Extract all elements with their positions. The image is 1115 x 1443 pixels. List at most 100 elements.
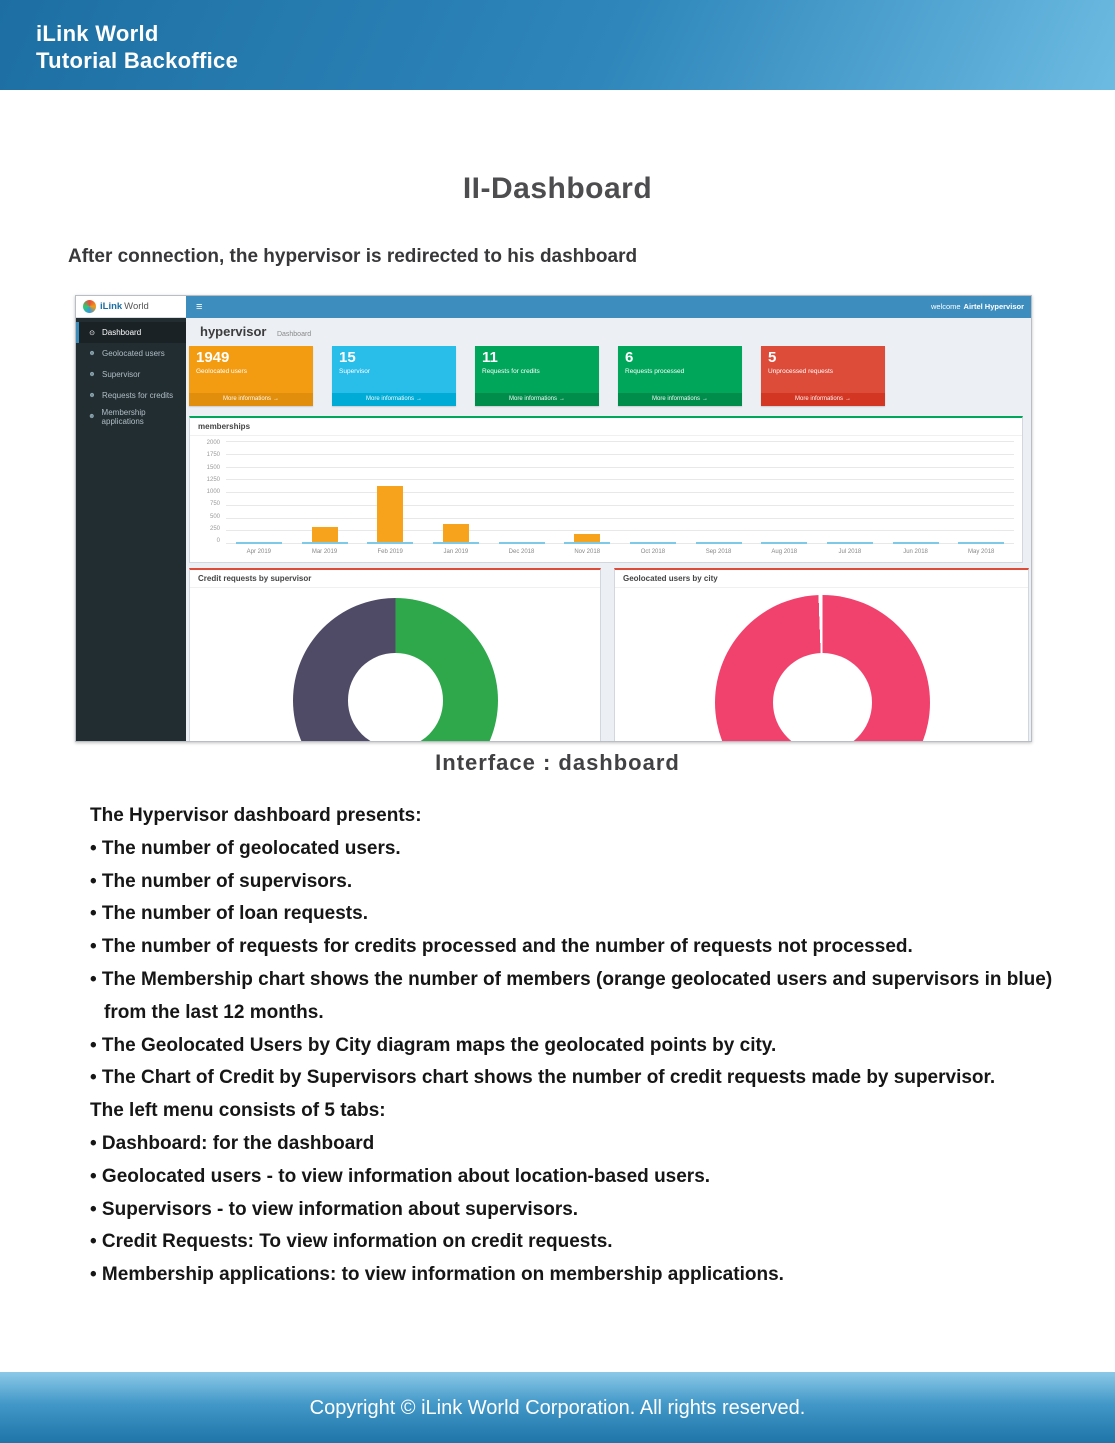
body-line: • The Membership chart shows the number … <box>90 968 1053 990</box>
gridline <box>226 479 1014 481</box>
stat-value: 11 <box>482 349 498 366</box>
welcome-prefix: welcome <box>930 302 961 311</box>
screenshot-caption: Interface : dashboard <box>435 750 680 775</box>
intro-text: After connection, the hypervisor is redi… <box>68 246 638 267</box>
memberships-panel-title: memberships <box>190 418 1022 436</box>
copyright-text: Copyright © iLink World Corporation. All… <box>309 1397 806 1419</box>
stat-card-requests-for-credits: 11 Requests for credits More information… <box>475 346 599 406</box>
hamburger-icon[interactable]: ≡ <box>196 301 203 313</box>
bar-supervisors <box>695 542 742 544</box>
stat-label: Geolocated users <box>196 368 247 375</box>
arrow-circle-icon <box>273 396 279 402</box>
users-icon <box>87 371 97 378</box>
bar-group <box>686 442 752 544</box>
sidebar-item-requests-for-credits[interactable]: Requests for credits <box>76 385 186 406</box>
brand-ilink: iLink <box>100 301 123 312</box>
x-tick-label: May 2018 <box>968 549 995 555</box>
x-tick-label: Apr 2019 <box>246 549 272 555</box>
more-informations-label: More informations <box>508 396 558 402</box>
arrow-circle-icon <box>559 396 565 402</box>
y-tick-label: 1250 <box>206 476 220 483</box>
body-text: The Hypervisor dashboard presents: • The … <box>90 800 1105 1292</box>
arrow-circle-icon <box>845 396 851 402</box>
content-header: hypervisor Dashboard <box>200 323 311 341</box>
bar-supervisors <box>826 542 873 544</box>
x-tick-label: Jan 2019 <box>443 549 469 555</box>
bar-group <box>226 442 292 544</box>
x-tick-label: Jul 2018 <box>838 549 862 555</box>
credit-donut <box>293 598 498 741</box>
bar-group <box>489 442 555 544</box>
document-footer: Copyright © iLink World Corporation. All… <box>0 1372 1115 1443</box>
geolocated-city-panel-title: Geolocated users by city <box>615 570 1028 588</box>
header-subtitle: Tutorial Backoffice <box>36 48 239 73</box>
body-line: • The Geolocated Users by City diagram m… <box>90 1034 777 1056</box>
sidebar-item-supervisor[interactable]: Supervisor <box>76 364 186 385</box>
body-line: • Supervisors - to view information abou… <box>90 1198 579 1220</box>
body-line: • The number of loan requests. <box>90 903 368 925</box>
sidebar-item-label: Supervisor <box>102 370 141 379</box>
stat-card-geolocated-users: 1949 Geolocated users More informations <box>189 346 313 406</box>
gridline <box>226 492 1014 493</box>
x-tick-label: Oct 2018 <box>640 549 666 555</box>
geolocated-city-panel: Geolocated users by city <box>614 568 1029 741</box>
x-tick-label: Nov 2018 <box>574 549 601 555</box>
x-tick-label: Mar 2019 <box>311 549 338 555</box>
x-tick-label: Dec 2018 <box>508 549 535 555</box>
users-icon <box>87 350 97 357</box>
page-title: II-Dashboard <box>462 172 653 205</box>
more-informations-label: More informations <box>365 396 415 402</box>
content-breadcrumb: Dashboard <box>276 331 312 338</box>
stat-value: 15 <box>339 349 356 366</box>
y-tick-label: 2000 <box>206 440 220 446</box>
body-line: The left menu consists of 5 tabs: <box>90 1100 386 1122</box>
more-informations-link[interactable]: More informations <box>761 393 885 406</box>
bar-group <box>423 442 489 544</box>
sidebar-item-membership-applications[interactable]: Membership applications <box>76 406 186 427</box>
bar-group <box>751 442 817 544</box>
y-tick-label: 250 <box>209 525 220 532</box>
gridline <box>226 453 1014 455</box>
x-tick-label: Feb 2019 <box>377 549 403 555</box>
stat-value: 5 <box>768 349 777 366</box>
sidebar-item-geolocated-users[interactable]: Geolocated users <box>76 343 186 364</box>
more-informations-link[interactable]: More informations <box>475 393 599 406</box>
stat-label: Requests for credits <box>482 368 540 375</box>
sidebar-item-dashboard[interactable]: Dashboard <box>76 322 186 343</box>
y-tick-label: 1750 <box>206 452 220 459</box>
sidebar-item-label: Dashboard <box>102 328 142 337</box>
brand-world: World <box>124 301 149 312</box>
more-informations-link[interactable]: More informations <box>332 393 456 406</box>
bar-supervisors <box>958 542 1005 544</box>
memberships-bars <box>226 442 1014 544</box>
bar-supervisors <box>301 542 348 544</box>
bar-supervisors <box>498 542 545 544</box>
x-tick-label: Sep 2018 <box>705 549 732 555</box>
stat-card-supervisor: 15 Supervisor More informations <box>332 346 456 406</box>
body-line: • The Chart of Credit by Supervisors cha… <box>90 1067 996 1089</box>
arrow-circle-icon <box>702 396 708 402</box>
more-informations-link[interactable]: More informations <box>189 393 313 406</box>
stat-cards-row: 1949 Geolocated users More informations … <box>189 346 885 406</box>
y-tick-label: 500 <box>209 513 220 520</box>
bar-group <box>620 442 686 544</box>
speedometer-icon <box>87 329 97 337</box>
bar-group <box>817 442 883 544</box>
body-line: The Hypervisor dashboard presents: <box>90 805 422 826</box>
arrow-circle-icon <box>416 396 422 402</box>
body-line: • Dashboard: for the dashboard <box>90 1132 375 1154</box>
bar-group <box>554 442 620 544</box>
body-line: • The number of requests for credits pro… <box>90 936 913 958</box>
y-tick-label: 750 <box>209 501 220 508</box>
body-line: • The number of geolocated users. <box>90 837 401 859</box>
bar-group <box>357 442 423 544</box>
more-informations-link[interactable]: More informations <box>618 393 742 406</box>
credit-requests-panel: Credit requests by supervisor <box>189 568 601 741</box>
